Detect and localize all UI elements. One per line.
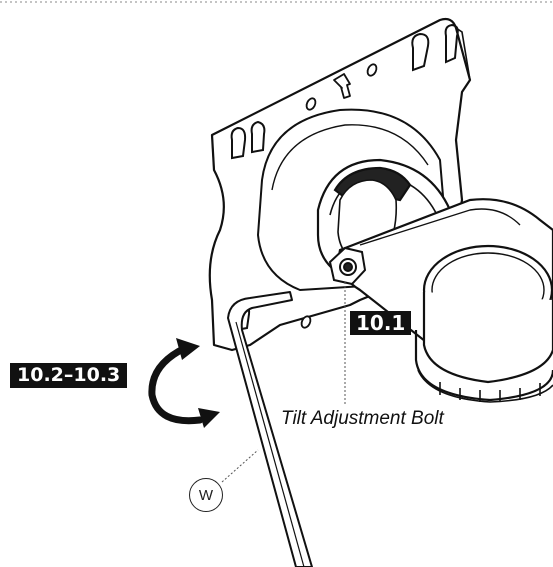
- keyhole-slots-top: [411, 23, 459, 72]
- pole-collar: [414, 244, 553, 403]
- step-label-10-2-10-3: 10.2–10.3: [10, 363, 128, 388]
- tool-leader-line: [221, 449, 259, 483]
- tilt-adjustment-bolt: [328, 246, 367, 286]
- up-arrow-icon: [333, 73, 351, 99]
- allen-key-icon: [227, 291, 313, 567]
- tool-callout-w: W: [189, 478, 223, 512]
- pole-ribs: [439, 382, 541, 402]
- step-label-10-1: 10.1: [350, 311, 412, 335]
- tilt-adjustment-bolt-label: Tilt Adjustment Bolt: [281, 408, 444, 429]
- mounting-holes: [300, 63, 378, 329]
- curved-arrow-icon: [148, 338, 220, 428]
